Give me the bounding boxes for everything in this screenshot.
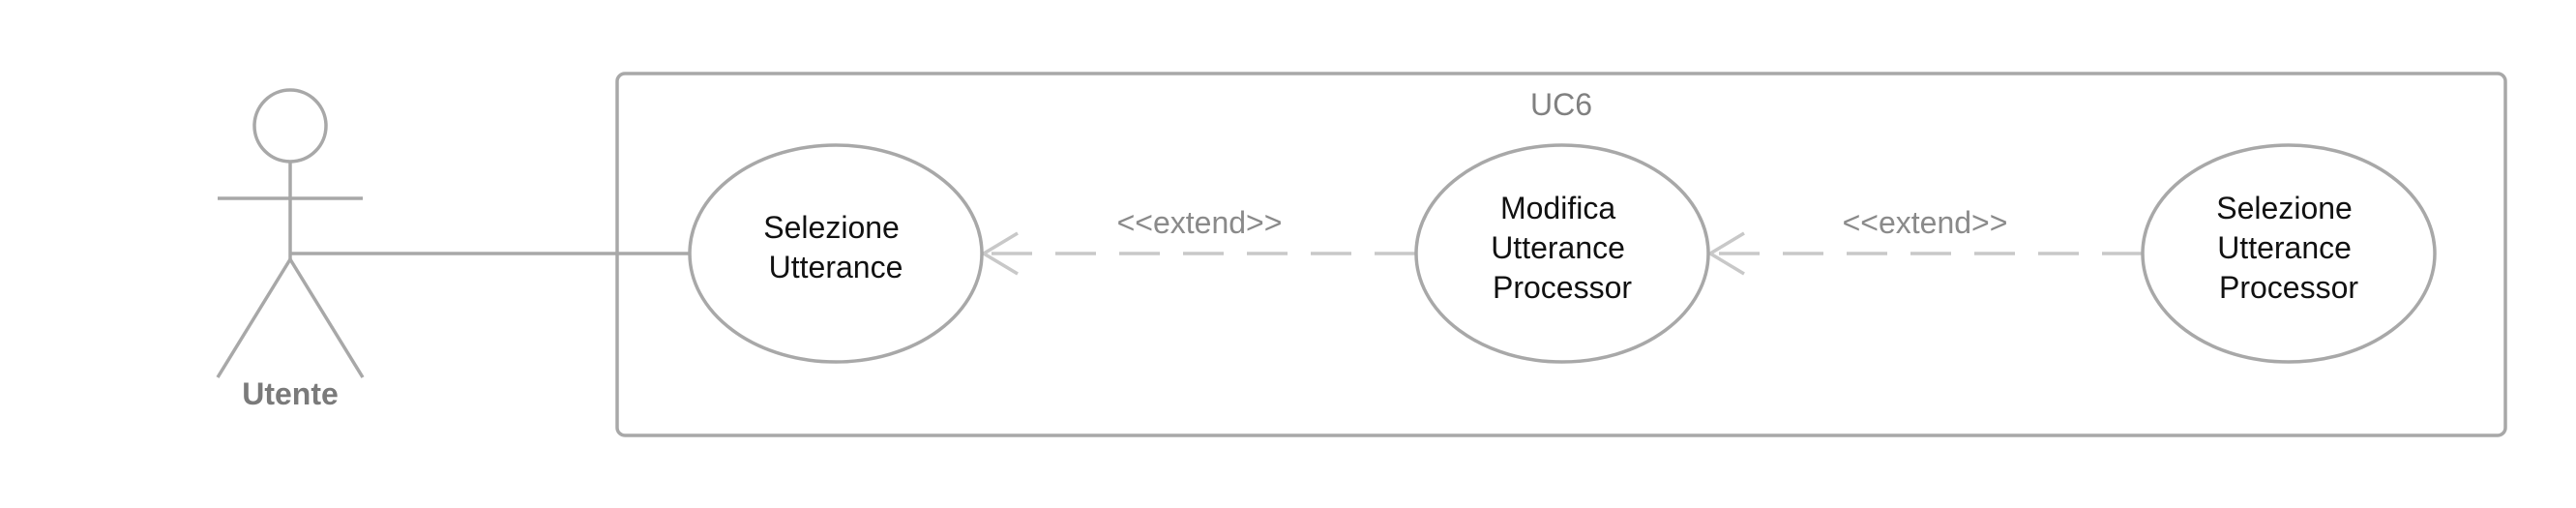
use-case-label: Selezione Utterance: [763, 210, 907, 284]
use-case-label-line: Selezione: [2216, 191, 2353, 225]
actor-right-leg: [288, 258, 365, 378]
use-case-label-line: Selezione: [763, 210, 900, 245]
use-case-selezione-utterance-processor[interactable]: Selezione Utterance Processor: [2141, 143, 2437, 364]
use-case-label: Selezione Utterance Processor: [2216, 191, 2360, 305]
actor-head: [252, 88, 328, 164]
use-case-label-line: Utterance: [2217, 230, 2352, 265]
actor-name: Utente: [242, 376, 339, 411]
extend-label-2: <<extend>>: [1843, 205, 2008, 240]
use-case-label-line: Modifica: [1500, 191, 1615, 225]
use-case-label-line: Processor: [2219, 270, 2358, 305]
system-title: UC6: [1530, 87, 1592, 122]
use-case-label-line: Processor: [1493, 270, 1632, 305]
use-case-ellipse: [688, 143, 984, 364]
use-case-modifica-utterance-processor[interactable]: Modifica Utterance Processor: [1414, 143, 1710, 364]
use-case-ellipse: [1414, 143, 1710, 364]
use-case-label: Modifica Utterance Processor: [1491, 191, 1634, 305]
extend-arrowhead-2: [1706, 231, 1745, 276]
use-case-label-line: Utterance: [1491, 230, 1625, 265]
actor-figure: [216, 88, 365, 378]
use-case-label-line: Utterance: [769, 250, 903, 284]
use-case-selezione-utterance[interactable]: Selezione Utterance: [688, 143, 984, 364]
extend-arrowhead-1: [980, 231, 1019, 276]
actor-left-leg: [216, 258, 292, 378]
use-case-ellipse: [2141, 143, 2437, 364]
extend-label-1: <<extend>>: [1117, 205, 1283, 240]
